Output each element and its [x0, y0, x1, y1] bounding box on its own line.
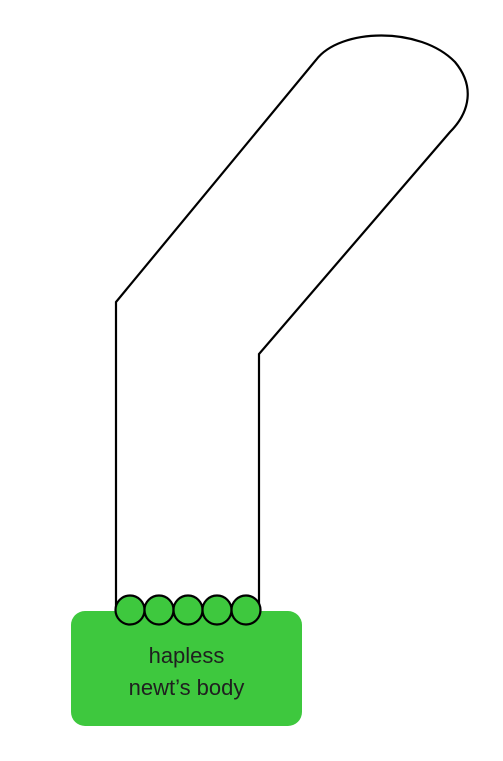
circle-5	[230, 594, 262, 626]
bent-tube-outline	[114, 34, 469, 609]
circle-row	[114, 594, 262, 626]
newt-body-label-line1: hapless	[148, 643, 225, 668]
newt-body-label: hapless newt’s body	[71, 640, 302, 704]
circle-4	[201, 594, 233, 626]
circle-2	[143, 594, 175, 626]
newt-body-label-line2: newt’s body	[128, 675, 245, 700]
circle-3	[172, 594, 204, 626]
circle-1	[114, 594, 146, 626]
newt-body	[71, 611, 302, 726]
